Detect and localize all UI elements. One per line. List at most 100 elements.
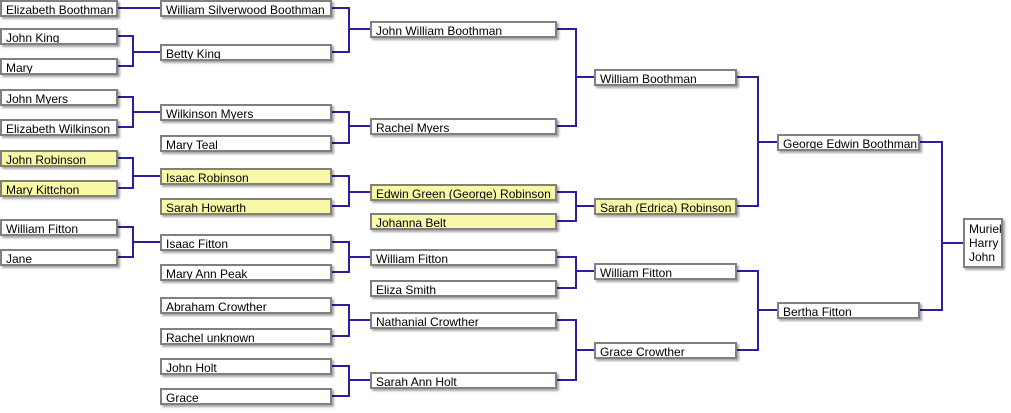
- person-box[interactable]: Sarah Ann Holt: [370, 372, 557, 389]
- connector-c-king-pair-top-stub: [118, 35, 134, 37]
- connector-c-holt-sarah-top-stub: [332, 365, 350, 367]
- person-box[interactable]: Sarah (Edrica) Robinson: [594, 198, 737, 215]
- connector-c-king-pair-bottom-stub: [118, 65, 134, 67]
- connector-c-william-fitton4-bottom-stub: [557, 287, 577, 289]
- person-box[interactable]: William Boothman: [594, 69, 737, 86]
- person-box[interactable]: Wilkinson Myers: [160, 104, 332, 121]
- person-box[interactable]: Abraham Crowther: [160, 297, 332, 314]
- person-name: Edwin Green (George) Robinson: [376, 187, 551, 201]
- person-box[interactable]: William Fitton: [370, 249, 557, 266]
- person-box[interactable]: George Edwin Boothman: [777, 134, 920, 151]
- person-box[interactable]: William Silverwood Boothman: [160, 0, 332, 17]
- person-box[interactable]: Grace Crowther: [594, 342, 737, 359]
- person-box[interactable]: Bertha Fitton: [777, 302, 920, 319]
- person-name: Isaac Fitton: [166, 237, 229, 251]
- person-name: George Edwin Boothman: [783, 137, 918, 151]
- connector-c-william-boothman-child-stub: [575, 76, 595, 78]
- person-name: William Fitton: [600, 266, 673, 280]
- person-box[interactable]: Elizabeth Wilkinson: [0, 119, 118, 136]
- connector-c-william-boothman-top-stub: [557, 28, 577, 30]
- person-box[interactable]: William Fitton: [0, 219, 118, 236]
- connector-c-grace-crowther-child-stub: [575, 349, 595, 351]
- person-box[interactable]: John King: [0, 28, 118, 45]
- person-name: Betty King: [166, 47, 221, 61]
- connector-c-king-pair-child-stub: [132, 51, 161, 53]
- connector-c-bertha-fitton-top-stub: [737, 270, 759, 272]
- connector-c-crowther-nath-top-stub: [332, 304, 350, 306]
- connector-c-robinson-pair-spine: [132, 157, 134, 189]
- person-box[interactable]: Mary: [0, 58, 118, 75]
- connector-c-george-edwin-top-stub: [737, 76, 759, 78]
- person-box[interactable]: Rachel unknown: [160, 328, 332, 345]
- connector-c-grace-crowther-bottom-stub: [557, 379, 577, 381]
- person-box[interactable]: Edwin Green (George) Robinson: [370, 184, 557, 201]
- connector-c-bertha-fitton-child-stub: [757, 309, 778, 311]
- person-name: Eliza Smith: [376, 283, 437, 297]
- person-name: John Myers: [6, 92, 69, 106]
- person-box[interactable]: Nathanial Crowther: [370, 312, 557, 329]
- person-name: Isaac Robinson: [166, 171, 249, 185]
- person-name: Rachel Myers: [376, 121, 450, 135]
- person-box[interactable]: Rachel Myers: [370, 118, 557, 135]
- person-name: William Fitton: [376, 252, 449, 266]
- person-name: Mary: [6, 61, 33, 75]
- person-box[interactable]: William Fitton: [594, 263, 737, 280]
- connector-c-sarah-robinson-top-stub: [557, 191, 577, 193]
- connector-c-myers-rachel-top-stub: [332, 111, 350, 113]
- connector-c-fitton-william3-bottom-stub: [332, 271, 350, 273]
- person-box[interactable]: Betty King: [160, 44, 332, 61]
- person-box[interactable]: Elizabeth Boothman: [0, 0, 118, 17]
- person-name: Johanna Belt: [376, 216, 447, 230]
- person-box[interactable]: Sarah Howarth: [160, 198, 332, 215]
- connector-c-robinson-pair-child-stub: [132, 175, 161, 177]
- connector-c-boothman-jw-bottom-stub: [332, 51, 350, 53]
- person-name: Grace: [166, 391, 199, 405]
- connector-c-william-fitton4-child-stub: [575, 270, 595, 272]
- connector-c-bertha-fitton-bottom-stub: [737, 349, 759, 351]
- connector-c-fitton-pair-top-stub: [118, 226, 134, 228]
- connector-c-robinson-edwin-bottom-stub: [332, 205, 350, 207]
- connector-c-crowther-nath-bottom-stub: [332, 335, 350, 337]
- person-name: Mary Kittchon: [6, 183, 80, 197]
- person-box[interactable]: Eliza Smith: [370, 280, 557, 297]
- person-box[interactable]: John Holt: [160, 358, 332, 375]
- person-name: Elizabeth Boothman: [6, 3, 114, 17]
- connector-c-children-top-stub: [920, 141, 943, 143]
- connector-c-fitton-william3-child-stub: [348, 256, 371, 258]
- person-name: William Fitton: [6, 222, 79, 236]
- person-name-line: Muriel: [969, 222, 1002, 236]
- person-box[interactable]: Isaac Fitton: [160, 234, 332, 251]
- person-name: William Silverwood Boothman: [166, 3, 325, 17]
- person-name: John Holt: [166, 361, 217, 375]
- person-box[interactable]: Mary Ann Peak: [160, 264, 332, 281]
- person-box[interactable]: John Robinson: [0, 150, 118, 167]
- person-name: Jane: [6, 252, 33, 266]
- person-name: Elizabeth Wilkinson: [6, 122, 111, 136]
- person-name: William Boothman: [600, 72, 697, 86]
- person-name: John Robinson: [6, 153, 87, 167]
- connector-c-william-fitton4-top-stub: [557, 256, 577, 258]
- connector-c-myers-rachel-spine: [348, 111, 350, 144]
- connector-c-myers-rachel-child-stub: [348, 125, 371, 127]
- connector-c-william-boothman-bottom-stub: [557, 125, 577, 127]
- person-box[interactable]: Mary Teal: [160, 135, 332, 152]
- person-name: Abraham Crowther: [166, 300, 267, 314]
- person-box[interactable]: John William Boothman: [370, 21, 557, 38]
- connector-c-robinson-pair-top-stub: [118, 157, 134, 159]
- person-box[interactable]: Grace: [160, 388, 332, 405]
- person-box[interactable]: Johanna Belt: [370, 213, 557, 230]
- connector-c-william-fitton4-spine: [575, 256, 577, 289]
- connector-c-robinson-edwin-top-stub: [332, 175, 350, 177]
- person-box[interactable]: Isaac Robinson: [160, 168, 332, 185]
- connector-c-crowther-nath-child-stub: [348, 319, 371, 321]
- connector-c-fitton-pair-bottom-stub: [118, 256, 134, 258]
- person-name: Sarah Howarth: [166, 201, 247, 215]
- connector-c-holt-sarah-spine: [348, 365, 350, 397]
- person-name-line: John: [969, 250, 996, 264]
- person-name: Mary Teal: [166, 138, 218, 152]
- person-box[interactable]: Jane: [0, 249, 118, 266]
- person-box[interactable]: John Myers: [0, 89, 118, 106]
- person-box[interactable]: Mary Kittchon: [0, 180, 118, 197]
- connector-c-myers-rachel-bottom-stub: [332, 142, 350, 144]
